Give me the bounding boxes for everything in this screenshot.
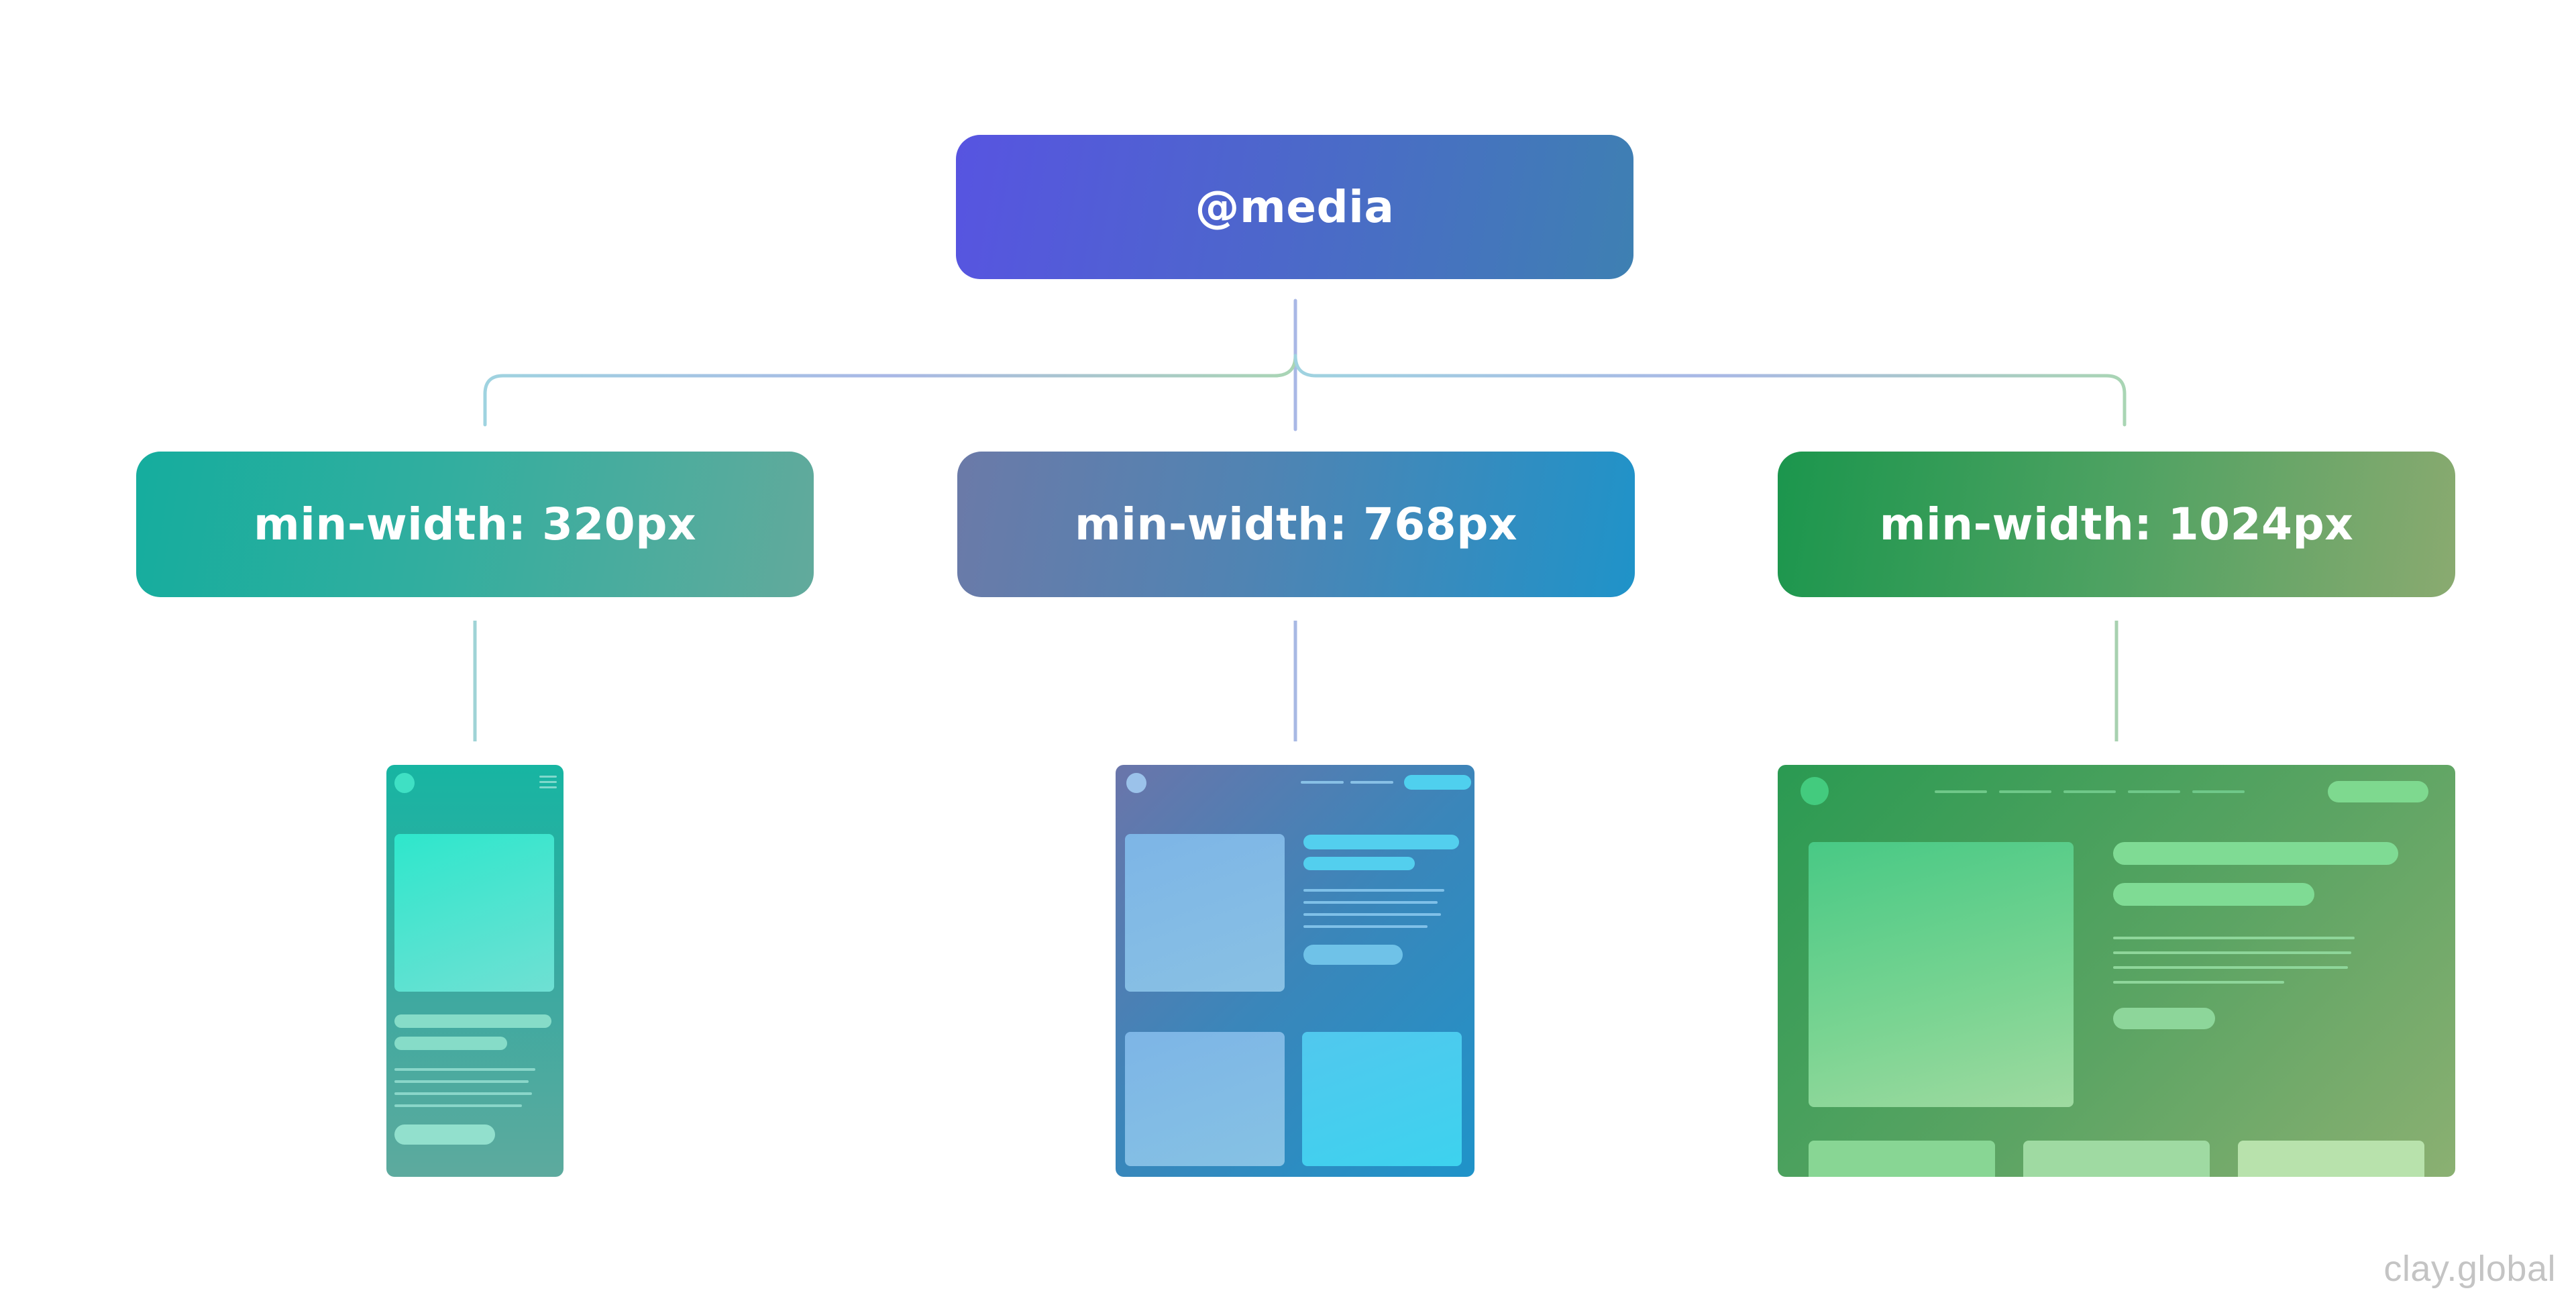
text-line [394,1092,532,1095]
card-block [2023,1141,2210,1177]
text-line [2113,951,2351,954]
text-line [1303,925,1428,928]
media-root-node: @media [956,135,1633,279]
card-block [1809,1141,1995,1177]
cta-pill [1303,945,1403,965]
watermark-text: clay.global [2383,1249,2556,1289]
text-line [2113,937,2355,939]
heading-line [394,1014,551,1028]
breakpoint-label-1024: min-width: 1024px [1879,499,2354,550]
hero-image-block [1125,834,1285,992]
text-line [1303,901,1438,904]
heading-line [2113,842,2398,865]
branch-line-left [483,354,1297,427]
card-block [1302,1032,1462,1166]
nav-link [1301,781,1344,784]
text-line [1303,913,1441,916]
hamburger-icon [539,776,557,788]
mobile-layout-mockup [386,765,564,1177]
nav-button-pill [1404,775,1471,790]
nav-button-pill [2328,781,2428,802]
text-line [2113,981,2284,984]
logo-dot [1801,777,1829,805]
card-block [2238,1141,2424,1177]
branch-line-right [1293,354,2127,427]
cta-pill [2113,1008,2215,1029]
breakpoint-label-320: min-width: 320px [253,499,697,550]
text-line [394,1104,522,1107]
breakpoint-label-768: min-width: 768px [1074,499,1518,550]
card-block [1125,1032,1285,1166]
text-line [2113,966,2348,969]
nav-link [1935,790,1987,793]
hero-image-block [394,834,554,992]
desktop-layout-mockup [1778,765,2455,1177]
hero-image-block [1809,842,2074,1107]
subheading-line [1303,857,1415,870]
breakpoint-node-1024: min-width: 1024px [1778,452,2455,597]
cta-pill [394,1125,495,1145]
nav-link [2192,790,2245,793]
media-root-label: @media [1195,181,1395,233]
nav-link [2063,790,2116,793]
logo-dot [1126,773,1146,793]
logo-dot [394,773,415,793]
breakpoint-node-320: min-width: 320px [136,452,814,597]
heading-line [1303,835,1459,849]
subheading-line [2113,883,2314,906]
text-line [394,1068,535,1071]
tablet-layout-mockup [1116,765,1474,1177]
text-line [1303,889,1444,892]
breakpoint-node-768: min-width: 768px [957,452,1635,597]
nav-link [1350,781,1393,784]
subheading-line [394,1037,507,1050]
nav-link [1999,790,2051,793]
nav-link [2128,790,2180,793]
text-line [394,1080,529,1083]
